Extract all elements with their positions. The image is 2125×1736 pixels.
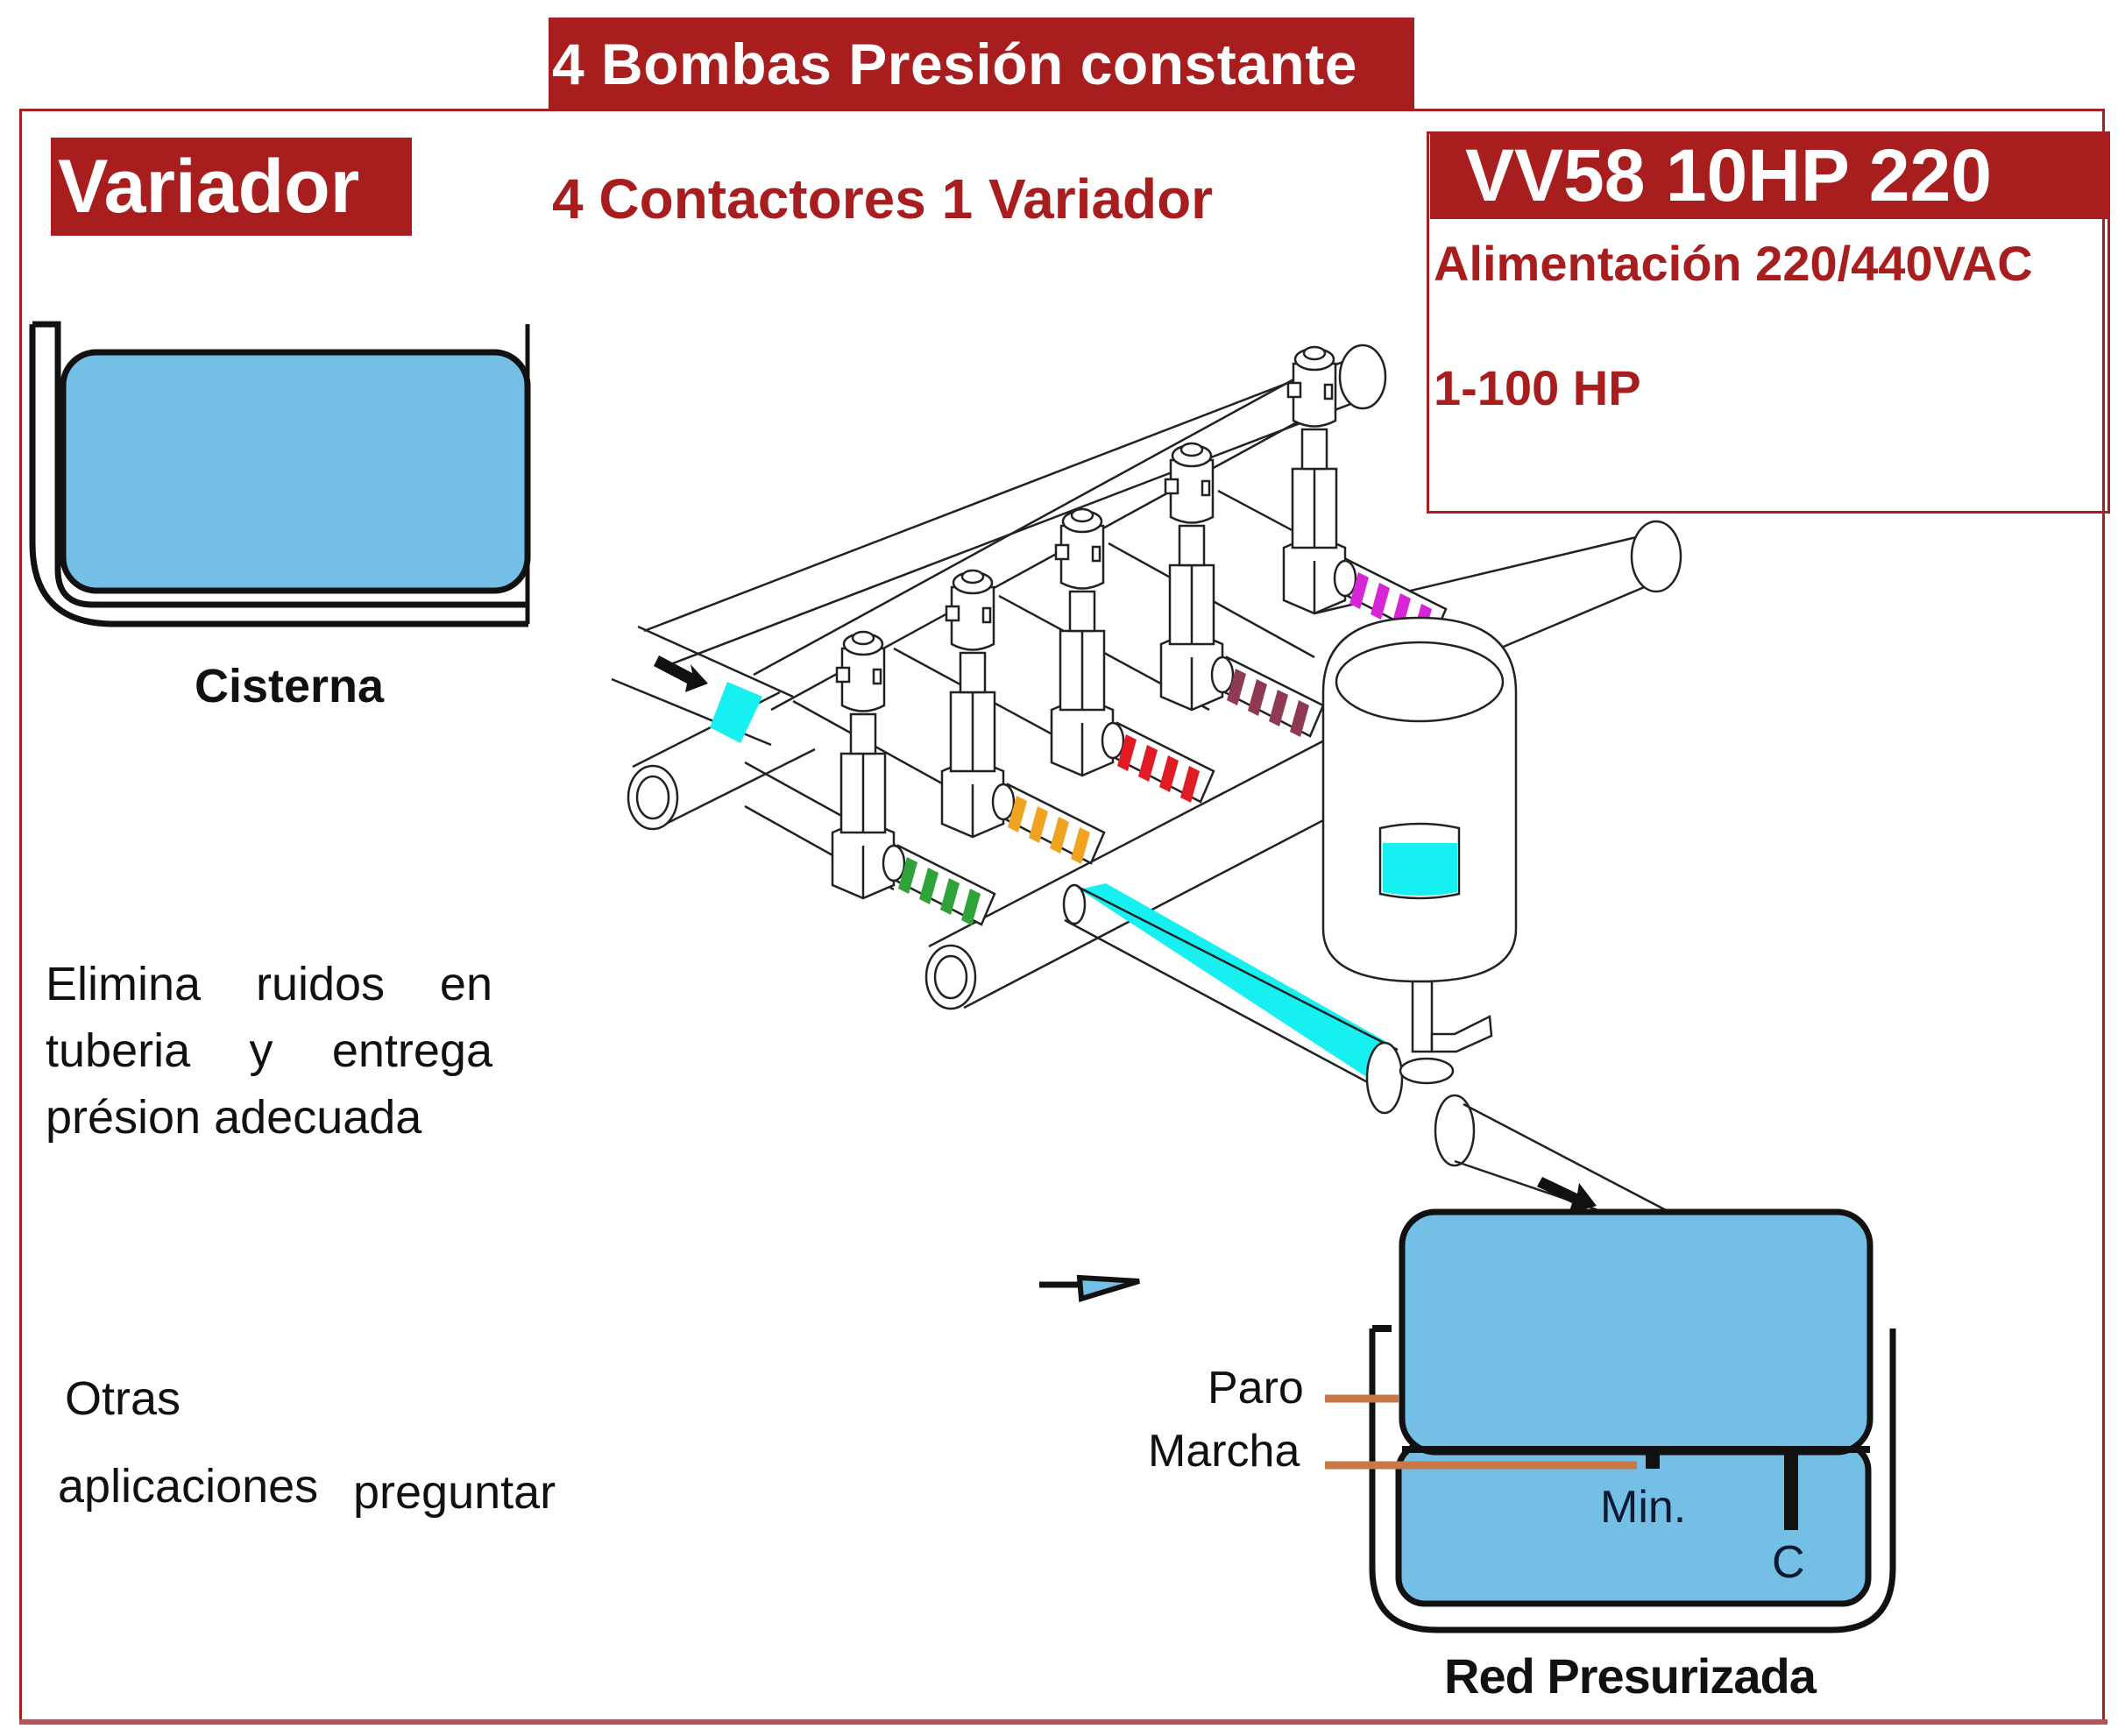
spec-model-heading: VV58 10HP 220 (1430, 131, 2109, 219)
pump-unit (1159, 442, 1224, 712)
discharge-stripe (961, 889, 981, 925)
description-line: tuberia y entrega (46, 1024, 492, 1077)
frame-bottom-shadow (19, 1719, 2107, 1725)
discharge-stripe (1050, 817, 1069, 854)
outlet-pipe (1365, 1041, 1670, 1214)
pump-unit (940, 569, 1005, 839)
discharge-stripe (940, 878, 960, 915)
discharge-stripe (1227, 669, 1246, 705)
variador-badge: Variador (51, 138, 412, 236)
other-apps-line3: preguntar (353, 1466, 556, 1519)
page-subtitle: 4 Contactores 1 Variador (552, 167, 1214, 230)
pump-discharge-pipe (882, 844, 996, 926)
discharge-stripe (1269, 690, 1288, 726)
discharge-stripe (1029, 806, 1048, 843)
pump-unit (1050, 507, 1115, 777)
discharge-stripe (1180, 766, 1200, 803)
other-apps-line2: aplicaciones (58, 1460, 319, 1513)
pump-unit (1282, 345, 1347, 615)
pressure-tank (1321, 616, 1518, 1053)
discharge-stripe (1349, 572, 1369, 609)
cistern-label: Cisterna (195, 660, 385, 712)
pressurized-network-label: Red Presurizada (1444, 1648, 1817, 1704)
discharge-stripe (1159, 755, 1179, 792)
min-level-label: Min. (1600, 1482, 1687, 1533)
discharge-stripe (1008, 796, 1027, 833)
other-apps-line1: Otras (65, 1372, 181, 1425)
stop-level-label: Paro (1208, 1363, 1304, 1414)
start-level-label: Marcha (1148, 1426, 1300, 1477)
spec-supply: Alimentación 220/440VAC (1434, 236, 2033, 291)
discharge-stripe (898, 857, 917, 894)
pump-discharge-pipe (1210, 655, 1325, 738)
spec-power-range: 1-100 HP (1434, 360, 1641, 415)
common-electrode-label: C (1772, 1537, 1805, 1588)
discharge-pipe-water (1080, 883, 1392, 1076)
description-line: présion adecuada (46, 1091, 422, 1144)
pump-unit (831, 630, 896, 900)
discharge-stripe (1248, 679, 1267, 716)
discharge-stripe (1290, 700, 1309, 737)
pumps (831, 345, 1448, 926)
description-line: Elimina ruidos en (46, 958, 492, 1010)
pump-discharge-pipe (1101, 721, 1215, 804)
discharge-stripe (1371, 583, 1390, 620)
description-text: Elimina ruidos en tuberia y entrega prés… (46, 951, 492, 1151)
inlet-arrow-icon (654, 655, 708, 692)
pump-discharge-pipe (991, 783, 1106, 865)
flow-arrow-icon (1039, 1274, 1140, 1302)
discharge-stripe (919, 868, 939, 904)
discharge-stripe (1071, 827, 1090, 864)
outlet-arrow-icon (1537, 1177, 1597, 1214)
pressurized-tank-icon (1325, 1208, 1896, 1633)
discharge-stripe (1117, 734, 1137, 771)
cistern-icon (29, 321, 531, 627)
page-title: 4 Bombas Presión constante (549, 18, 1414, 110)
inlet-flow (654, 655, 762, 743)
discharge-stripe (1138, 745, 1158, 782)
